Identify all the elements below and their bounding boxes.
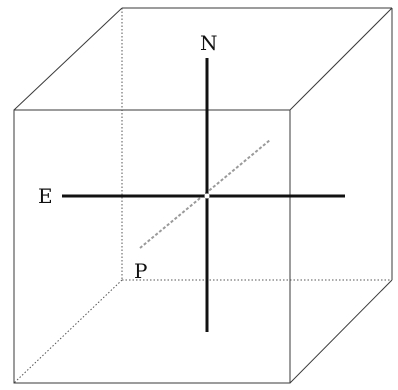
edge-top-right-depth — [289, 7, 393, 111]
label-north: N — [200, 31, 218, 55]
cube-front-face — [13, 109, 291, 384]
label-east: E — [38, 184, 53, 208]
edge-bottom-right-depth — [289, 279, 393, 384]
depth-axis — [139, 139, 271, 249]
edge-top-left-depth — [13, 7, 123, 111]
hidden-edge-bottom-left-depth — [13, 279, 123, 384]
axis-origin — [204, 193, 210, 199]
label-point: P — [134, 259, 147, 283]
